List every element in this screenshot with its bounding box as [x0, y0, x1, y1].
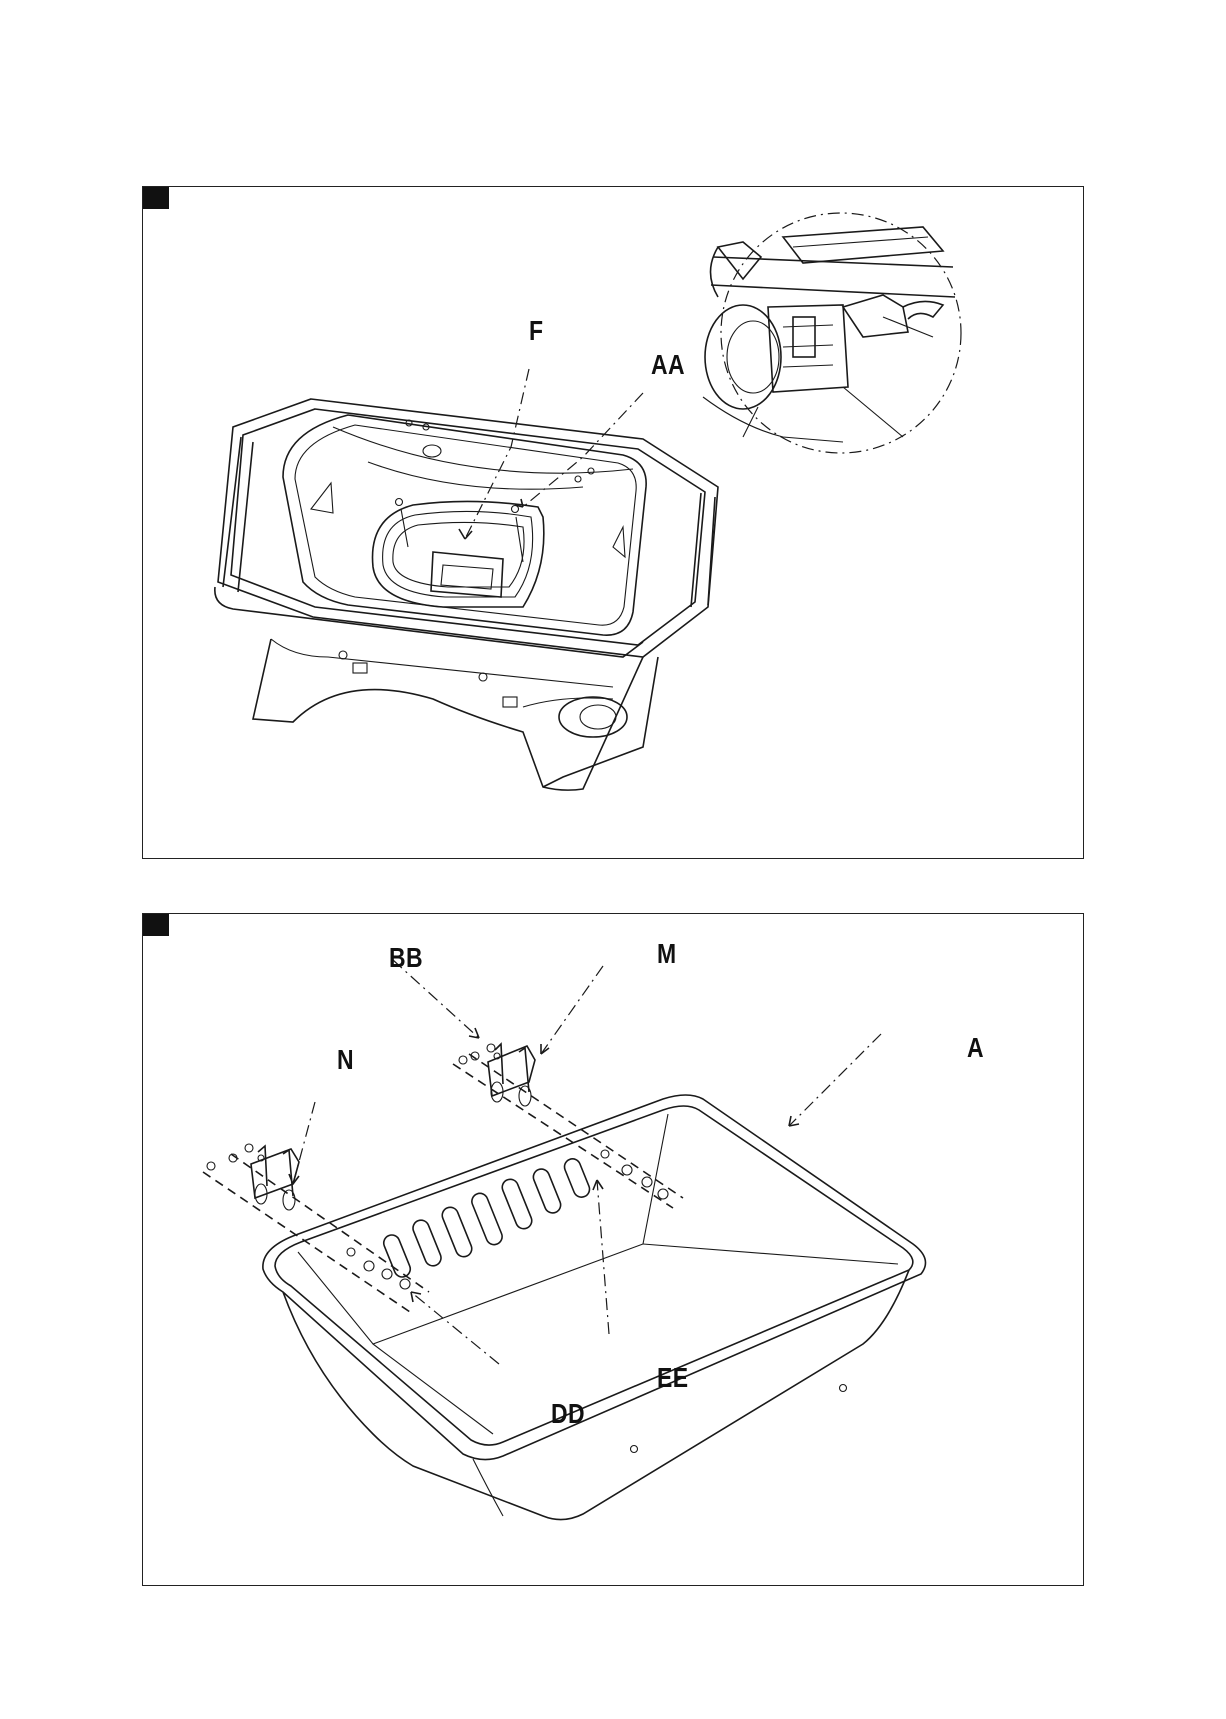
label-n: N	[337, 1044, 354, 1076]
hardware-n	[207, 1144, 410, 1289]
fire-bowl	[263, 1095, 926, 1520]
grill-base-drawing	[143, 187, 1085, 860]
label-m: M	[657, 938, 677, 970]
label-aa: AA	[651, 349, 685, 381]
label-dd: DD	[551, 1398, 585, 1430]
bracket-m	[488, 1044, 535, 1106]
bracket-n	[251, 1146, 299, 1210]
label-bb: BB	[389, 942, 423, 974]
label-ee: EE	[657, 1362, 688, 1394]
figure-panel-top: F AA	[142, 186, 1084, 859]
detail-inset	[703, 213, 961, 453]
grill-body	[215, 399, 718, 790]
fire-bowl-drawing	[143, 914, 1085, 1587]
label-f: F	[529, 315, 543, 347]
label-a: A	[967, 1032, 984, 1064]
figure-panel-bottom: BB M N A EE DD	[142, 913, 1084, 1586]
hardware-m	[459, 1044, 668, 1199]
